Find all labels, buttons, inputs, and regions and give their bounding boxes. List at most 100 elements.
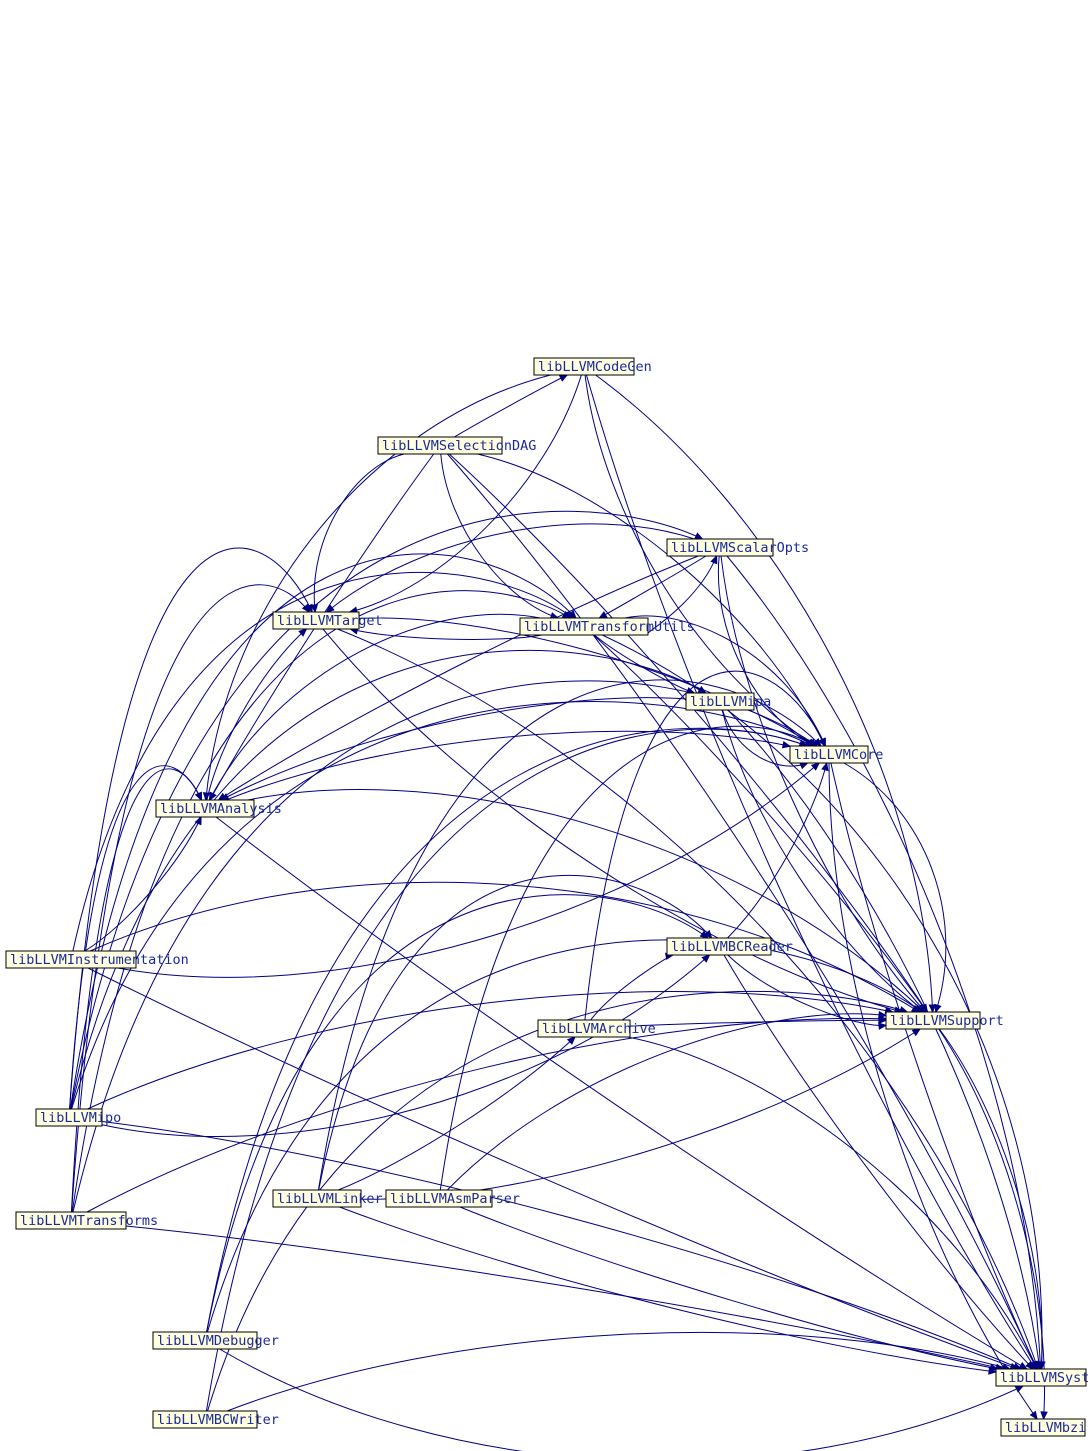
edge-ipo-to-support <box>87 991 893 1110</box>
node-label: libLLVMipo <box>40 1110 121 1126</box>
node-label: libLLVMInstrumentation <box>10 952 189 968</box>
edge-linker-to-system <box>339 1206 997 1373</box>
node-bcreader[interactable]: libLLVMBCReader <box>666 937 793 956</box>
edge-bcwriter-to-system <box>226 1331 1011 1412</box>
node-label: libLLVMTarget <box>277 613 383 629</box>
node-scalar[interactable]: libLLVMScalarOpts <box>666 538 809 557</box>
arrowhead-instr-to-analysis <box>194 815 202 826</box>
node-support[interactable]: libLLVMSupport <box>885 1011 1004 1030</box>
node-debugger[interactable]: libLLVMDebugger <box>152 1331 279 1350</box>
arrowhead-ipo-to-tutils <box>567 609 577 619</box>
edge-transforms-to-support <box>86 1017 887 1213</box>
edge-bcreader-to-support <box>727 954 887 1026</box>
node-box <box>995 1368 1087 1387</box>
edge-archive-to-bcreader <box>590 954 674 1021</box>
edge-ipa-to-support <box>721 709 922 1013</box>
edge-codegen-to-analysis <box>205 374 551 801</box>
node-core[interactable]: libLLVMCore <box>789 745 883 764</box>
edge-bcwriter-to-core <box>205 728 808 1412</box>
edge-ipa-to-system <box>727 709 1041 1370</box>
arrowhead-debugger-to-system <box>1014 1385 1025 1393</box>
arrowhead-seldag-to-codegen <box>558 374 569 382</box>
node-label: libLLVMTransformUtils <box>524 619 695 635</box>
node-label: libLLVMArchive <box>542 1021 656 1037</box>
edge-codegen-to-system <box>585 374 1036 1370</box>
edge-instr-to-analysis <box>84 816 202 952</box>
edge-debugger-to-bcreader <box>206 894 709 1333</box>
node-bzip[interactable]: libLLVMbzi <box>1000 1418 1086 1437</box>
node-analysis[interactable]: libLLVMAnalysis <box>155 799 282 818</box>
node-box <box>5 950 137 969</box>
node-ipo[interactable]: libLLVMipo <box>35 1108 121 1127</box>
arrowhead-ipa-to-core <box>799 762 809 770</box>
node-label: libLLVMCore <box>794 747 883 763</box>
arrowhead-debugger-to-support <box>913 1004 923 1013</box>
edge-tutils-to-core <box>625 615 826 747</box>
node-bcwriter[interactable]: libLLVMBCWriter <box>152 1410 279 1429</box>
edge-transforms-to-analysis <box>70 768 202 1213</box>
edge-tutils-to-support <box>593 634 928 1013</box>
edge-archive-to-system <box>627 1036 1038 1370</box>
node-target[interactable]: libLLVMTarget <box>272 611 383 630</box>
arrowhead-core-to-bzip <box>1029 1410 1038 1421</box>
node-box <box>789 745 869 764</box>
edge-scalar-to-support <box>720 555 926 1013</box>
arrowhead-tutils-to-analysis <box>208 791 217 802</box>
node-box <box>666 538 774 557</box>
arrowhead-linker-to-bcreader <box>703 929 713 939</box>
node-archive[interactable]: libLLVMArchive <box>537 1019 656 1038</box>
node-linker[interactable]: libLLVMLinker <box>272 1189 383 1208</box>
node-ipa[interactable]: libLLVMipa <box>685 692 771 711</box>
edge-debugger-to-system <box>219 1348 1024 1451</box>
arrowhead-archive-to-system <box>1030 1360 1038 1371</box>
arrowhead-transforms-to-support <box>878 1014 888 1023</box>
edge-tutils-to-target <box>350 628 542 640</box>
edge-core-to-support <box>843 762 947 1013</box>
arrowhead-ipo-to-ipa <box>697 685 707 694</box>
node-label: libLLVMAnalysis <box>160 801 282 817</box>
node-label: libLLVMAsmParser <box>390 1191 520 1207</box>
edge-core-to-bzip <box>828 762 1038 1420</box>
arrowhead-bcreader-to-support <box>878 1022 888 1030</box>
arrowhead-tutils-to-scalar <box>710 554 718 565</box>
node-tutils[interactable]: libLLVMTransformUtils <box>519 617 695 636</box>
node-box <box>666 937 772 956</box>
node-box <box>152 1410 258 1429</box>
node-instr[interactable]: libLLVMInstrumentation <box>5 950 189 969</box>
edge-seldag-to-tutils <box>440 453 559 619</box>
node-label: libLLVMTransforms <box>20 1213 158 1229</box>
arrowhead-seldag-to-target <box>310 604 319 614</box>
arrowhead-debugger-to-bcreader <box>699 930 709 939</box>
node-box <box>885 1011 981 1030</box>
edge-asmparser-to-system <box>459 1206 998 1370</box>
arrowhead-core-to-support <box>934 1003 942 1014</box>
node-label: libLLVMipa <box>690 694 771 710</box>
edge-target-to-support <box>322 628 903 1013</box>
node-asmparser[interactable]: libLLVMAsmParser <box>385 1189 520 1208</box>
node-box <box>537 1019 631 1038</box>
edge-ipa-to-core <box>722 709 808 767</box>
node-label: libLLVMbzi <box>1005 1420 1086 1436</box>
node-box <box>519 617 649 636</box>
node-system[interactable]: libLLVMSyst <box>995 1368 1089 1387</box>
edge-analysis-to-target <box>206 628 307 801</box>
node-seldag[interactable]: libLLVMSelectionDAG <box>377 436 536 455</box>
arrowhead-bcreader-to-system <box>1025 1360 1034 1370</box>
arrowhead-transforms-to-analysis <box>194 791 202 802</box>
edge-ipo-to-ipa <box>70 650 707 1110</box>
edge-analysis-to-core <box>225 730 791 801</box>
node-box <box>1000 1418 1086 1437</box>
edge-instr-to-system <box>87 967 1018 1370</box>
node-codegen[interactable]: libLLVMCodeGen <box>533 357 652 376</box>
arrowhead-transforms-to-tutils <box>561 610 572 619</box>
edge-linker-to-core <box>317 679 822 1191</box>
node-label: libLLVMBCReader <box>671 939 793 955</box>
arrowhead-support-to-bzip <box>1040 1411 1048 1421</box>
node-box <box>272 611 360 630</box>
node-transforms[interactable]: libLLVMTransforms <box>15 1211 158 1230</box>
arrowhead-instr-to-core <box>810 762 821 771</box>
edge-ipo-to-bcreader <box>101 954 710 1138</box>
node-box <box>35 1108 103 1127</box>
edge-tutils-to-analysis <box>209 613 541 801</box>
edge-ipo-to-system <box>101 1121 1022 1370</box>
